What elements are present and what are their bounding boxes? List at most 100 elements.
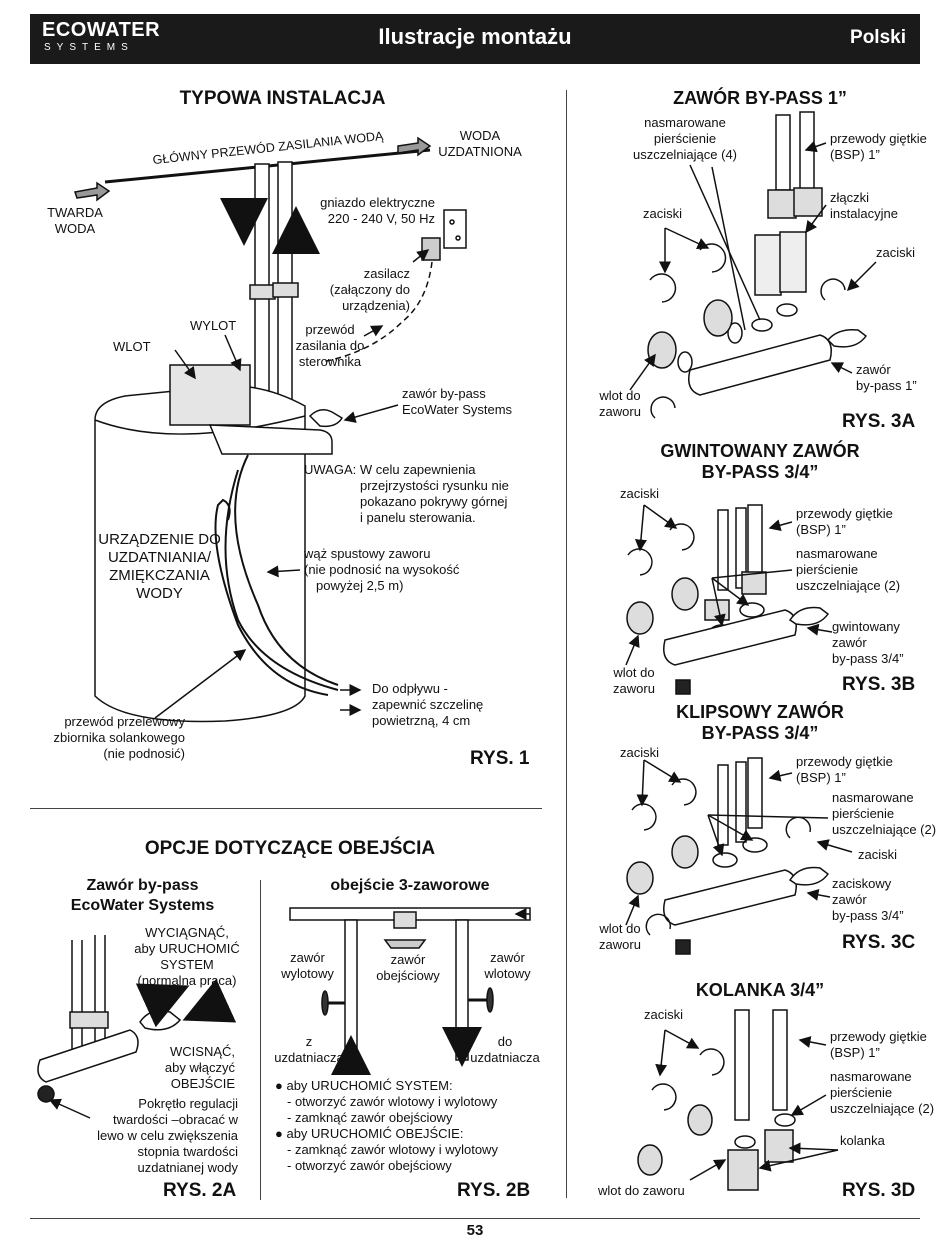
socket-line1: gniazdo elektryczne	[320, 195, 435, 210]
brand-logo-sub: SYSTEMS	[44, 42, 134, 53]
subsection-divider	[260, 880, 261, 1200]
instruction-bypass-text: aby URUCHOMIĆ OBEJŚCIE:	[286, 1126, 464, 1141]
note-line1: UWAGA: W celu zapewnienia	[304, 462, 476, 477]
fig3d-hoses-label: przewody giętkie (BSP) 1”	[830, 1029, 927, 1061]
device-line3: ZMIĘKCZANIA	[109, 567, 210, 584]
page-title: Ilustracje montażu	[378, 24, 572, 49]
from-line2: uzdatniacza	[274, 1050, 344, 1065]
softener-illustration	[74, 136, 467, 723]
section-divider	[30, 808, 542, 809]
device-line2: UZDATNIANIA/	[107, 549, 212, 566]
fig1-caption: RYS. 1	[470, 748, 530, 769]
fig3c-orings-line2: pierścienie	[832, 806, 895, 821]
fig3a-fittings-label: złączki instalacyjne	[830, 190, 898, 222]
footer-rule	[30, 1218, 920, 1219]
device-label: URZĄDZENIE DO UZDATNIANIA/ ZMIĘKCZANIA W…	[92, 531, 227, 603]
fig3c-valve-line1: zaciskowy	[832, 876, 892, 891]
fig3c-inlet-line2: zaworu	[599, 937, 641, 952]
adapter-label: zasilacz (załączony do urządzenia)	[290, 266, 410, 314]
three-valve-bypass-illustration	[289, 907, 531, 1075]
fig3d-orings-line3: uszczelniające (2)	[830, 1101, 935, 1116]
outlet-label: WYLOT	[190, 318, 237, 333]
push-label: WCISNĄĆ, aby włączyć OBEJŚCIE	[140, 1044, 235, 1092]
push-line1: WCISNĄĆ,	[170, 1044, 235, 1059]
from-softener-label: z uzdatniacza	[270, 1034, 348, 1066]
fig3b-clips-label: zaciski	[620, 486, 660, 501]
drain-to-label: Do odpływu - zapewnić szczelinę powietrz…	[372, 681, 483, 729]
fig3a-orings-line1: nasmarowane	[644, 115, 726, 130]
pull-line2: aby URUCHOMIĆ	[134, 941, 240, 956]
drain-to-line2: zapewnić szczelinę	[372, 697, 484, 712]
device-line4: WODY	[136, 585, 183, 602]
hard-water-line2: WODA	[54, 221, 96, 236]
fig3a-inlet-label: wlot do zaworu	[590, 388, 650, 420]
outlet-valve-line1: zawór	[290, 950, 325, 965]
to-line1: do	[497, 1034, 513, 1049]
bypass-valve-line2: obejściowy	[376, 968, 440, 983]
bypass-label: zawór by-pass EcoWater Systems	[402, 386, 512, 418]
fig3b-hoses-line2: (BSP) 1”	[796, 522, 846, 537]
fig3b-hoses-line1: przewody giętkie	[796, 506, 893, 521]
fig3d-orings-line2: pierścienie	[830, 1085, 893, 1100]
knob-line5: uzdatnianej wody	[137, 1160, 238, 1175]
to-line2: uzdatniacza	[470, 1050, 540, 1065]
cable-line1: przewód	[305, 322, 355, 337]
fig3b-hoses-label: przewody giętkie (BSP) 1”	[796, 506, 893, 538]
column-divider	[566, 90, 567, 1198]
fig3c-clips-label: zaciski	[620, 745, 660, 760]
language-label: Polski	[850, 27, 906, 48]
fig3a-orings-line3: uszczelniające (4)	[632, 147, 738, 162]
bullet-icon: ●	[275, 1078, 287, 1093]
fig3b-caption: RYS. 3B	[842, 674, 916, 695]
inlet-valve-label: zawór wlotowy	[475, 950, 540, 982]
fig3d-hoses-line2: (BSP) 1”	[830, 1045, 880, 1060]
inlet-valve-line1: zawór	[490, 950, 525, 965]
fig3c-inlet-label: wlot do zaworu	[590, 921, 650, 953]
page-header: ECOWATER SYSTEMS Ilustracje montażu Pols…	[30, 14, 920, 64]
overflow-label: przewód przelewowy zbiornika solankowego…	[20, 714, 185, 762]
fig3d-orings-line1: nasmarowane	[830, 1069, 912, 1084]
fig3a-valve-line2: by-pass 1”	[856, 378, 917, 393]
overflow-line1: przewód przelewowy	[64, 714, 185, 729]
hard-water-label: TWARDA WODA	[35, 205, 115, 237]
knob-line2: twardości –obracać w	[113, 1112, 238, 1127]
adapter-line3: urządzenia)	[342, 298, 410, 313]
treated-water-line1: WODA	[459, 128, 501, 143]
knob-line4: stopnia twardości	[137, 1144, 238, 1159]
note-line4: i panelu sterowania.	[360, 510, 476, 525]
instruction-bypass-step1: - zamknąć zawór wlotowy i wylotowy	[287, 1142, 498, 1157]
fig3b-inlet-line2: zaworu	[613, 681, 655, 696]
treated-water-line2: UZDATNIONA	[438, 144, 522, 159]
fig3b-orings-label: nasmarowane pierścienie uszczelniające (…	[796, 546, 900, 594]
cable-label: przewód zasilania do sterownika	[290, 322, 370, 370]
drain-to-line1: Do odpływu -	[372, 681, 448, 696]
fig3b-valve-label: gwintowany zawór by-pass 3/4”	[832, 619, 904, 667]
bypass-1-inch-illustration	[629, 111, 877, 419]
fig3a-caption: RYS. 3A	[842, 411, 916, 432]
fig3a-fittings-line1: złączki	[830, 190, 870, 205]
fig3d-caption: RYS. 3D	[842, 1180, 916, 1201]
fig3c-caption: RYS. 3C	[842, 932, 916, 953]
hard-water-line1: TWARDA	[47, 205, 103, 220]
fig3a-inlet-line1: wlot do	[599, 388, 641, 403]
fig2b-caption: RYS. 2B	[457, 1180, 531, 1201]
fig3b-inlet-label: wlot do zaworu	[604, 665, 664, 697]
fig3a-inlet-line2: zaworu	[599, 404, 641, 419]
fig3c-title: KLIPSOWY ZAWÓR BY-PASS 3/4”	[630, 702, 890, 744]
options-title: OPCJE DOTYCZĄCE OBEJŚCIA	[144, 838, 436, 859]
drain-line3: powyżej 2,5 m)	[316, 578, 404, 593]
fig3a-orings-line2: pierścienie	[653, 131, 717, 146]
pull-label: WYCIĄGNĄĆ, aby URUCHOMIĆ SYSTEM (normaln…	[128, 925, 246, 989]
pull-line4: (normalna praca)	[137, 973, 237, 988]
fig3c-title-line1: KLIPSOWY ZAWÓR	[676, 702, 844, 722]
knob-label: Pokrętło regulacji twardości –obracać w …	[78, 1096, 238, 1176]
fig3a-hoses-line1: przewody giętkie	[830, 131, 927, 146]
drain-line1: wąż spustowy zaworu	[304, 546, 431, 561]
note-line3: pokazano pokrywy górnej	[360, 494, 508, 509]
fig3c-hoses-line2: (BSP) 1”	[796, 770, 846, 785]
knob-line1: Pokrętło regulacji	[138, 1096, 238, 1111]
fig3a-hoses-line2: (BSP) 1”	[830, 147, 880, 162]
from-line1: z	[305, 1034, 313, 1049]
cable-line3: sterownika	[298, 354, 362, 369]
